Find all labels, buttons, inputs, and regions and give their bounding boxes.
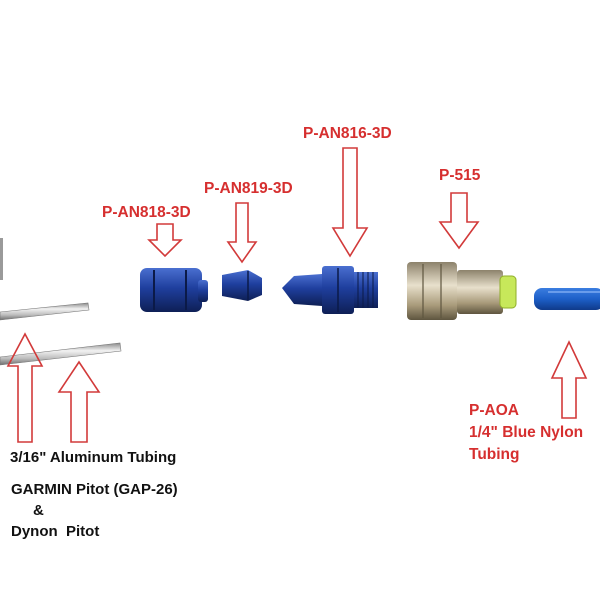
arrow-down-an816 — [331, 147, 369, 258]
label-p-aoa: P-AOA — [469, 402, 519, 419]
aluminum-tube-lower — [0, 342, 122, 366]
label-tubing: Tubing — [469, 446, 520, 463]
arrow-down-an819 — [226, 202, 258, 264]
label-dynon-pitot: Dynon Pitot — [11, 523, 100, 540]
label-p-an816-3d: P-AN816-3D — [303, 125, 392, 142]
p515-push-fitting — [407, 262, 517, 320]
an819-sleeve — [222, 270, 262, 301]
arrow-up-tube-2 — [57, 360, 101, 443]
arrow-up-tube-1 — [6, 332, 44, 443]
label-p-an818-3d: P-AN818-3D — [102, 204, 191, 221]
arrow-down-an818 — [147, 223, 183, 258]
label-p-an819-3d: P-AN819-3D — [204, 180, 293, 197]
label-p-515: P-515 — [439, 167, 481, 184]
label-aluminum-tubing: 3/16" Aluminum Tubing — [10, 449, 177, 466]
blue-nylon-tube — [534, 288, 600, 310]
label-blue-nylon: 1/4" Blue Nylon — [469, 424, 584, 441]
label-ampersand: & — [33, 502, 44, 519]
label-garmin-pitot: GARMIN Pitot (GAP-26) — [11, 481, 178, 498]
arrow-down-p515 — [438, 192, 480, 250]
aluminum-tube-upper — [0, 302, 90, 321]
an816-nipple — [282, 266, 378, 314]
an818-b-nut — [140, 268, 208, 312]
arrow-up-aoa — [550, 340, 588, 419]
edge-fragment — [0, 238, 3, 280]
